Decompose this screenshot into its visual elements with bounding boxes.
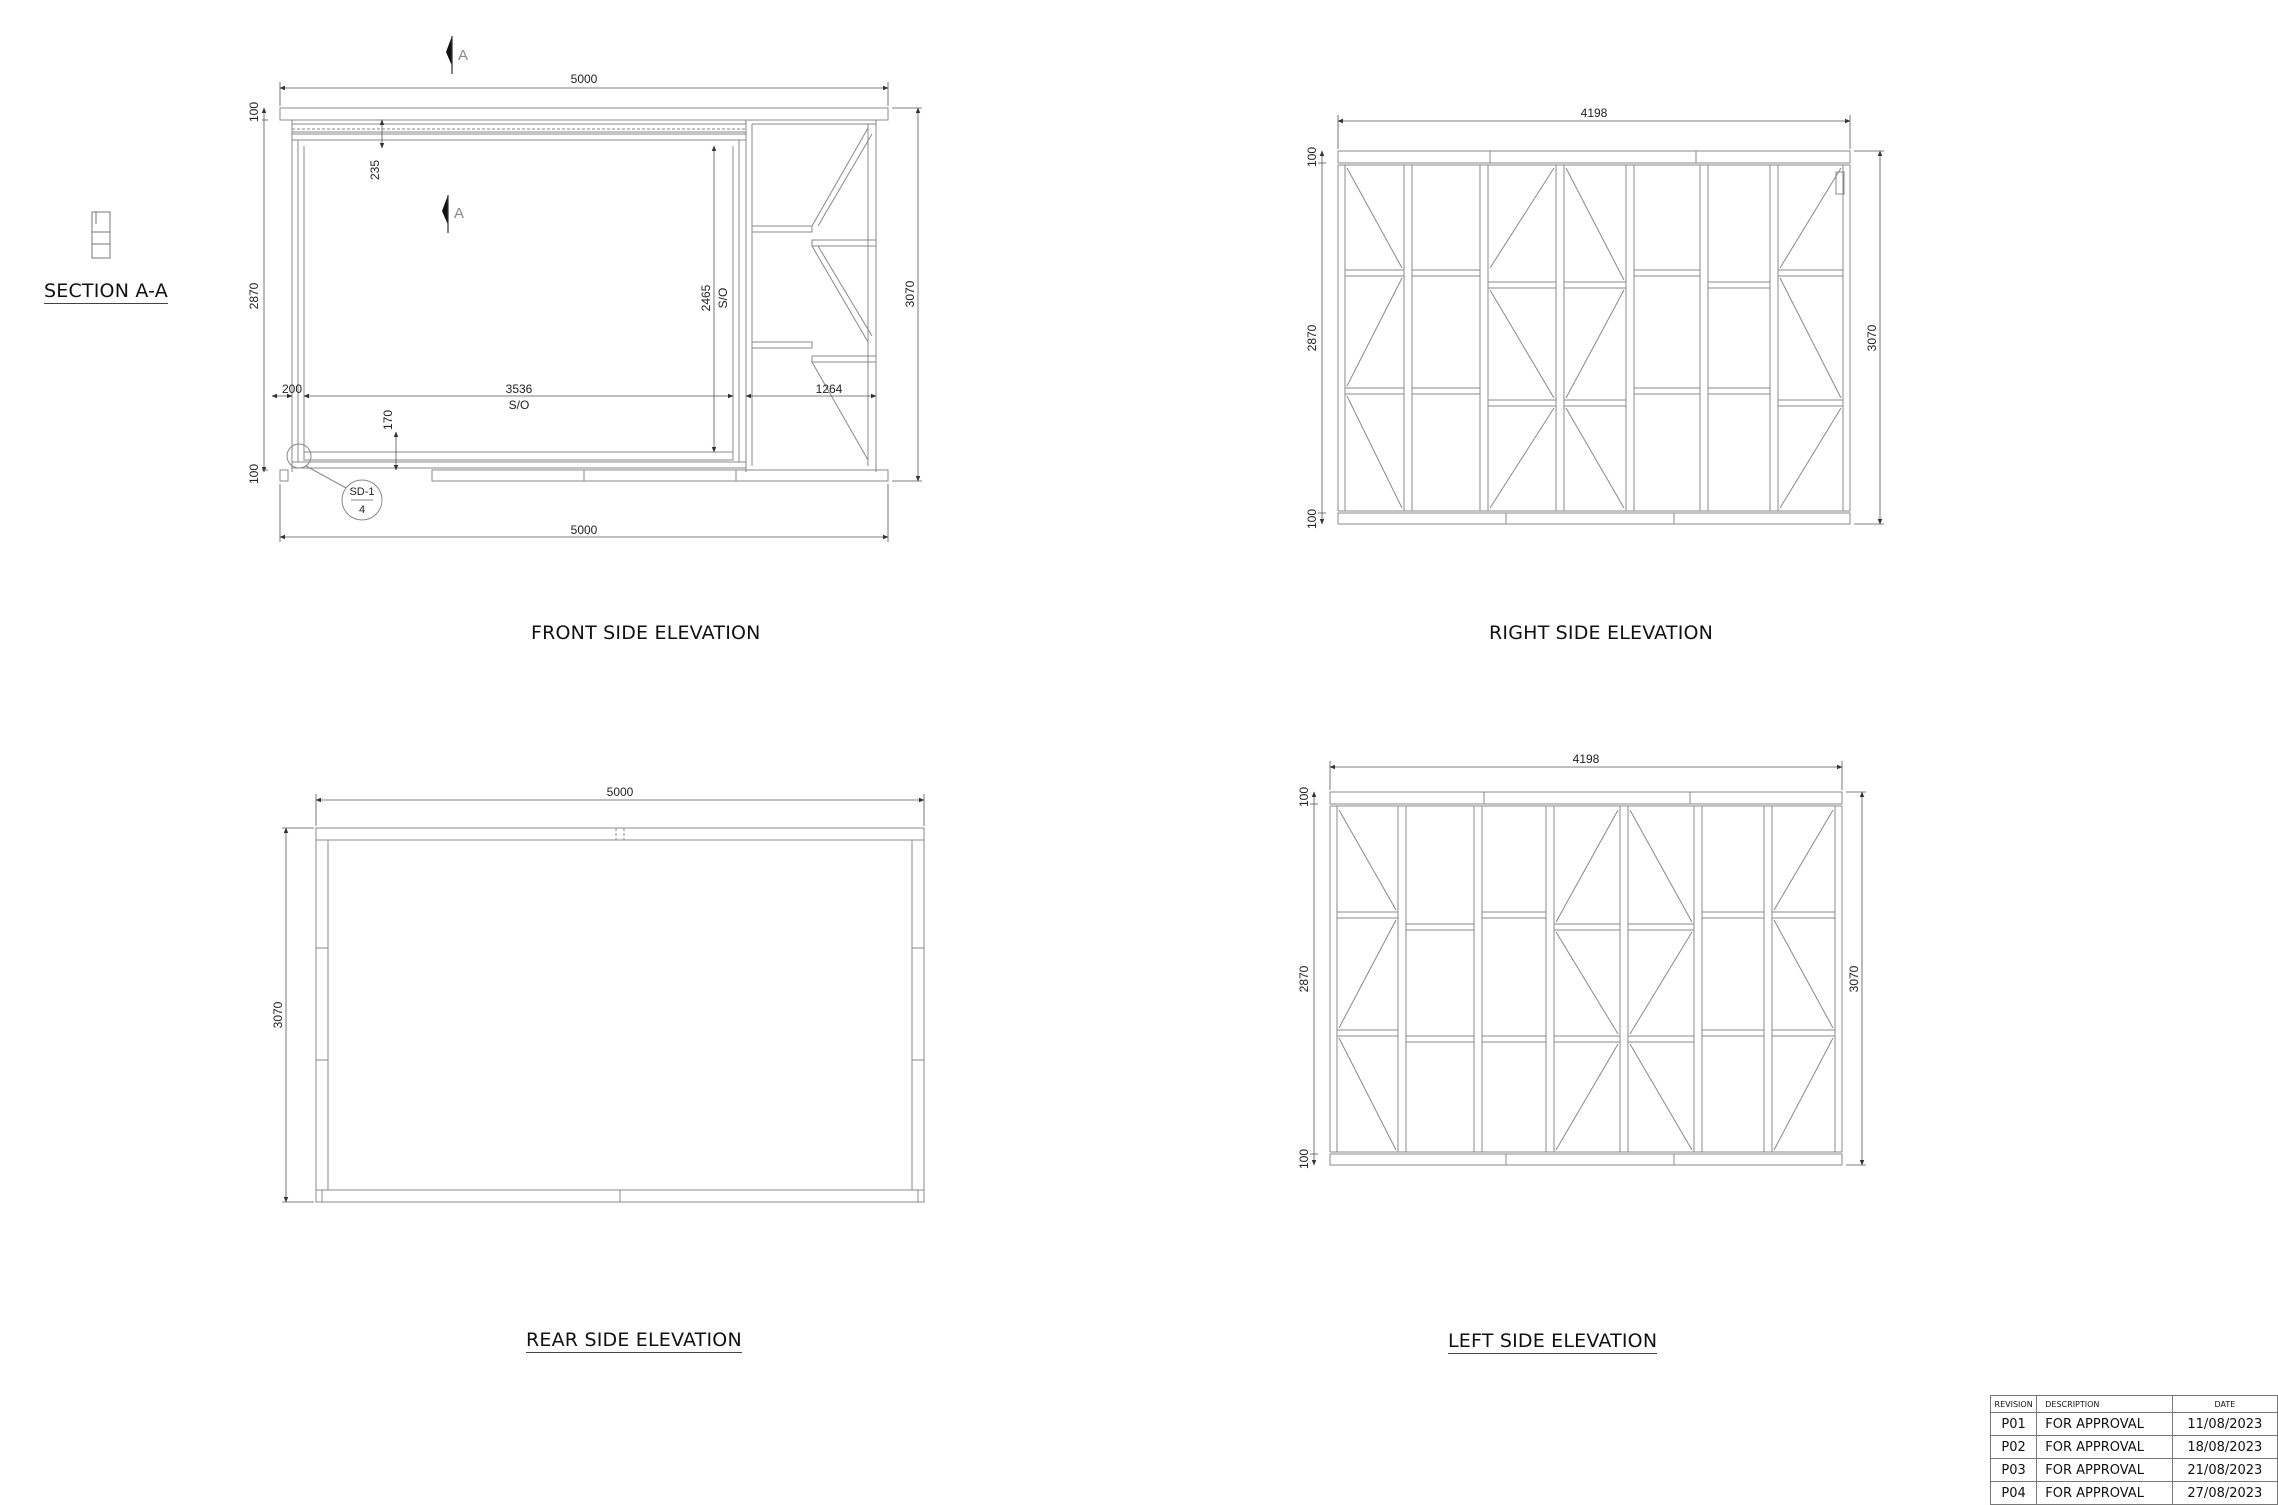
right-dim-plate-bottom: 100 (1305, 509, 1319, 529)
date-cell: 27/08/2023 (2171, 1481, 2278, 1505)
description-header: DESCRIPTION (2036, 1395, 2173, 1413)
rear-dim-top: 5000 (607, 785, 634, 799)
front-elevation-drawing (261, 36, 922, 542)
front-dim-wall: 2870 (247, 282, 261, 309)
front-dim-bottom: 5000 (571, 523, 598, 537)
table-row: P02 FOR APPROVAL 18/08/2023 (1989, 1435, 2278, 1459)
table-row: P01 FOR APPROVAL 11/08/2023 (1989, 1412, 2278, 1436)
rear-dimension-labels: 5000 3070 (271, 785, 634, 1028)
front-dim-opening-width: 3536 (506, 382, 533, 396)
section-marker-label: A (454, 205, 464, 222)
right-elevation-title: RIGHT SIDE ELEVATION (1489, 622, 1714, 644)
rear-dim-overall: 3070 (271, 1001, 285, 1028)
front-dimension-labels: A A 5000 5000 100 2870 100 3070 235 2465… (247, 47, 917, 537)
revision-cell: P02 (1989, 1435, 2038, 1459)
section-marker-label: A (458, 47, 468, 64)
left-dim-plate-top: 100 (1297, 787, 1311, 807)
detail-tag-sheet: 4 (359, 504, 365, 516)
left-elevation-title: LEFT SIDE ELEVATION (1448, 1330, 1658, 1354)
front-so-horizontal: S/O (509, 398, 530, 412)
revision-table: REVISION DESCRIPTION DATE P01 FOR APPROV… (1989, 1395, 2278, 1505)
front-dim-opening-height: 2465 (699, 284, 713, 311)
front-dim-right: 1264 (816, 382, 843, 396)
front-elevation-title: FRONT SIDE ELEVATION (531, 622, 761, 644)
revision-header-row: REVISION DESCRIPTION DATE (1989, 1395, 2278, 1413)
front-so-vertical: S/O (716, 288, 730, 309)
revision-header: REVISION (1989, 1395, 2038, 1413)
description-cell: FOR APPROVAL (2036, 1458, 2173, 1482)
right-dim-wall: 2870 (1305, 324, 1319, 351)
front-dim-left: 200 (282, 382, 302, 396)
front-dim-top: 5000 (571, 72, 598, 86)
description-cell: FOR APPROVAL (2036, 1481, 2173, 1505)
rear-elevation-drawing (282, 794, 925, 1203)
left-dim-top: 4198 (1573, 752, 1600, 766)
table-row: P03 FOR APPROVAL 21/08/2023 (1989, 1458, 2278, 1482)
right-dim-top: 4198 (1581, 106, 1608, 120)
right-dim-overall: 3070 (1865, 324, 1879, 351)
left-dimension-labels: 4198 100 2870 100 3070 (1297, 752, 1861, 1169)
description-cell: FOR APPROVAL (2036, 1435, 2173, 1459)
detail-tag-ref: SD-1 (349, 486, 374, 498)
date-cell: 21/08/2023 (2171, 1458, 2278, 1482)
table-row: P04 FOR APPROVAL 27/08/2023 (1989, 1481, 2278, 1505)
revision-cell: P01 (1989, 1412, 2038, 1436)
right-elevation-drawing (1318, 115, 1884, 525)
left-dim-overall: 3070 (1847, 965, 1861, 992)
front-dim-sill: 170 (381, 410, 395, 430)
section-a-a-view (91, 211, 111, 259)
date-cell: 11/08/2023 (2171, 1412, 2278, 1436)
left-dim-wall: 2870 (1297, 965, 1311, 992)
date-header: DATE (2171, 1395, 2278, 1413)
date-cell: 18/08/2023 (2171, 1435, 2278, 1459)
section-a-a-title: SECTION A-A (44, 280, 168, 304)
rear-elevation-title: REAR SIDE ELEVATION (526, 1329, 742, 1353)
left-dim-plate-bottom: 100 (1297, 1149, 1311, 1169)
front-dim-plate-top: 100 (247, 102, 261, 122)
left-elevation-drawing (1310, 761, 1866, 1166)
right-dim-plate-top: 100 (1305, 147, 1319, 167)
revision-cell: P03 (1989, 1458, 2038, 1482)
front-dim-plate-bottom: 100 (247, 464, 261, 484)
revision-cell: P04 (1989, 1481, 2038, 1505)
front-dim-overall: 3070 (903, 280, 917, 307)
description-cell: FOR APPROVAL (2036, 1412, 2173, 1436)
right-dimension-labels: 4198 100 2870 100 3070 (1305, 106, 1879, 529)
front-dim-header: 235 (368, 160, 382, 180)
